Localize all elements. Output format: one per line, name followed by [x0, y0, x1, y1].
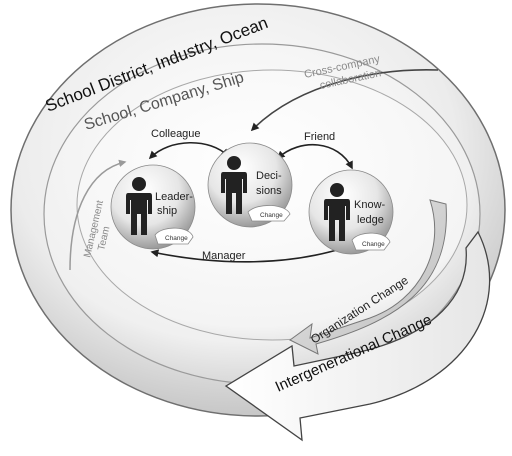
friend-arrow: [276, 144, 353, 170]
change-label: Change: [165, 235, 188, 242]
leadership-label: Leader- ship: [155, 191, 196, 217]
management-team-arrow: [69, 159, 127, 271]
manager-label: Manager: [202, 250, 246, 262]
change-label: Change: [260, 212, 283, 219]
knowledge-node: Know- ledge Change: [308, 169, 394, 255]
cross-company-arrow: [250, 69, 439, 132]
decisions-label: Deci- sions: [256, 170, 285, 197]
change-cycle-icon: [247, 205, 291, 222]
colleague-label: Colleague: [151, 128, 201, 140]
intergenerational-change-arrow: [224, 230, 491, 442]
leadership-node: Leader- ship Change: [110, 164, 196, 250]
friend-label: Friend: [304, 131, 335, 143]
colleague-arrow: [148, 141, 230, 160]
change-cycle-icon: [154, 227, 194, 245]
decisions-node: Deci- sions Change: [207, 142, 293, 228]
organization-change-arrow: [289, 199, 447, 355]
manager-arrow: [150, 244, 352, 263]
change-label: Change: [362, 241, 385, 248]
change-cycle-icon: [351, 232, 391, 251]
knowledge-label: Know- ledge: [354, 199, 388, 226]
